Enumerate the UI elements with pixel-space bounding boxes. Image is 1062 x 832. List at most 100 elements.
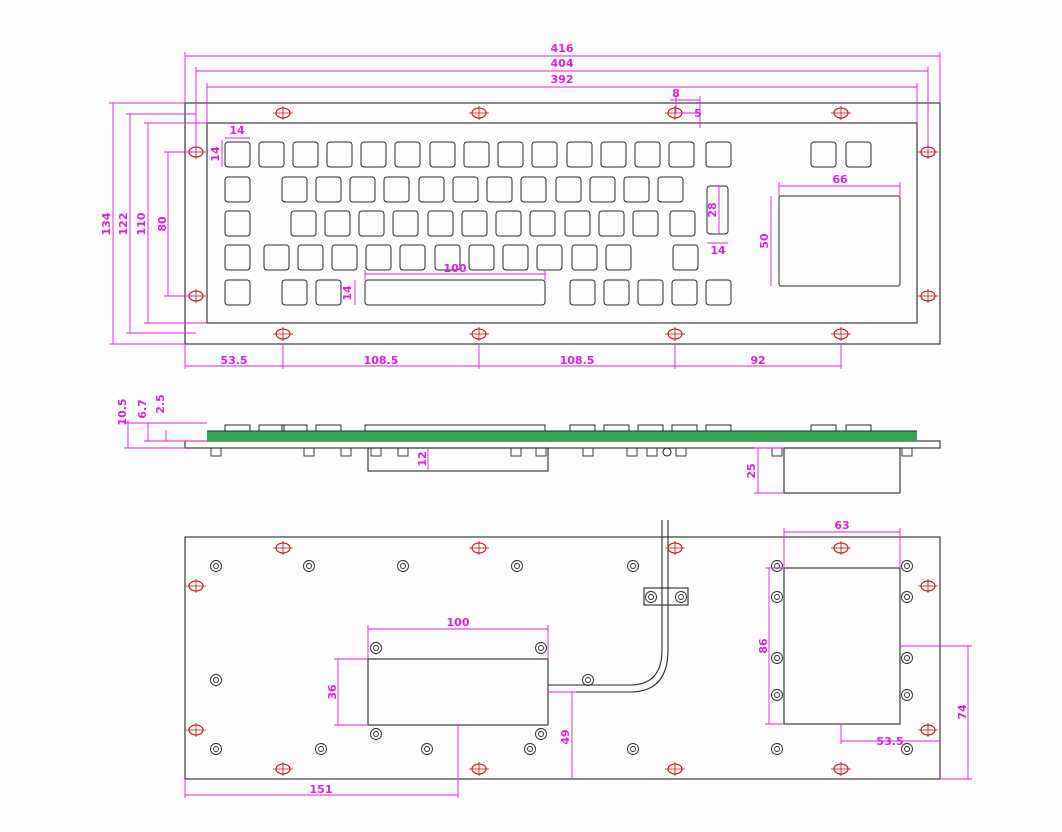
dim-10.5: 10.5 <box>116 398 129 425</box>
hex-nut <box>901 689 913 701</box>
hex-nut <box>511 560 523 572</box>
hex-nut <box>901 652 913 664</box>
keycap <box>566 141 593 168</box>
keycap <box>399 244 426 271</box>
keycap <box>281 176 308 203</box>
hex-nut <box>210 743 222 755</box>
side-keycap <box>224 424 251 432</box>
keycap <box>324 210 351 237</box>
dim-122: 122 <box>117 213 130 236</box>
keycap <box>705 279 732 306</box>
dim-spacebar-14: 14 <box>341 285 354 301</box>
dim-key-width-14: 14 <box>229 124 245 137</box>
keycap <box>326 141 353 168</box>
keycap <box>571 244 598 271</box>
keycap <box>463 141 490 168</box>
dim-392: 392 <box>551 73 574 86</box>
keycap <box>605 244 632 271</box>
side-cable-ring <box>662 447 672 457</box>
dim-134: 134 <box>100 212 113 235</box>
touchpad <box>778 195 901 287</box>
keycap <box>502 244 529 271</box>
dim-6.7: 6.7 <box>136 399 149 419</box>
front-outer-plate <box>184 102 941 345</box>
hex-nut <box>645 591 657 603</box>
hex-nut <box>303 560 315 572</box>
dim-416: 416 <box>551 42 574 55</box>
keycap <box>600 141 627 168</box>
hex-nut <box>397 560 409 572</box>
side-nut <box>397 447 409 457</box>
keycap <box>224 210 251 237</box>
dim-86: 86 <box>757 638 770 654</box>
keycap <box>672 244 699 271</box>
side-keycap <box>637 424 664 432</box>
side-nut <box>646 447 658 457</box>
keycap <box>671 279 698 306</box>
keycap <box>497 141 524 168</box>
dim-12: 12 <box>416 451 429 466</box>
dim-151: 151 <box>310 783 333 796</box>
side-keycap <box>281 424 308 432</box>
rear-view: 63 100 36 86 49 53.5 74 151 <box>184 519 972 798</box>
hex-nut <box>582 674 594 686</box>
keycap <box>555 176 582 203</box>
keycap <box>224 244 251 271</box>
keycap <box>290 210 317 237</box>
side-nut <box>675 447 687 457</box>
keycap <box>263 244 290 271</box>
dim-53.5: 53.5 <box>220 354 247 367</box>
front-key-field <box>224 141 872 306</box>
keycap <box>632 210 659 237</box>
hex-nut <box>370 642 382 654</box>
dim-100: 100 <box>444 262 467 275</box>
dim-108.5-b: 108.5 <box>560 354 595 367</box>
keycap <box>569 279 596 306</box>
keycap <box>224 279 251 306</box>
keycap <box>705 141 732 168</box>
hex-nut <box>535 642 547 654</box>
hex-nut <box>421 743 433 755</box>
hex-nut <box>627 743 639 755</box>
dim-110: 110 <box>135 212 148 235</box>
dim-rear-100: 100 <box>447 616 470 629</box>
keycap <box>394 141 421 168</box>
dim-28: 28 <box>706 202 719 217</box>
side-keycap <box>810 424 837 432</box>
side-keycap <box>845 424 872 432</box>
side-view: 10.5 6.7 2.5 12 25 <box>116 394 941 494</box>
dim-side-14: 14 <box>710 244 726 257</box>
keycap <box>349 176 376 203</box>
side-keycap <box>315 424 342 432</box>
hex-nut <box>771 591 783 603</box>
front-key-panel <box>206 122 918 324</box>
side-keycap <box>705 424 732 432</box>
dim-5: 5 <box>694 107 702 120</box>
keycap <box>461 210 488 237</box>
side-keycap <box>569 424 596 432</box>
hex-nut <box>210 674 222 686</box>
keycap <box>224 176 251 203</box>
keycap <box>418 176 445 203</box>
front-mounting-holes <box>186 106 938 341</box>
keycap <box>365 244 392 271</box>
keycap <box>529 210 556 237</box>
side-nut <box>771 447 783 457</box>
dim-404: 404 <box>551 57 574 70</box>
hex-nut <box>771 689 783 701</box>
keycap <box>224 141 251 168</box>
spacebar <box>364 279 546 306</box>
keycap <box>668 141 695 168</box>
hex-nut <box>675 591 687 603</box>
side-nut <box>370 447 382 457</box>
keycap <box>531 141 558 168</box>
side-nut <box>303 447 315 457</box>
dim-108.5-a: 108.5 <box>364 354 399 367</box>
dim-92: 92 <box>750 354 765 367</box>
dim-49: 49 <box>559 729 572 744</box>
keycap <box>634 141 661 168</box>
keycap <box>331 244 358 271</box>
hex-nut <box>901 743 913 755</box>
rear-mounting-holes <box>186 541 938 776</box>
side-nuts <box>210 447 913 457</box>
